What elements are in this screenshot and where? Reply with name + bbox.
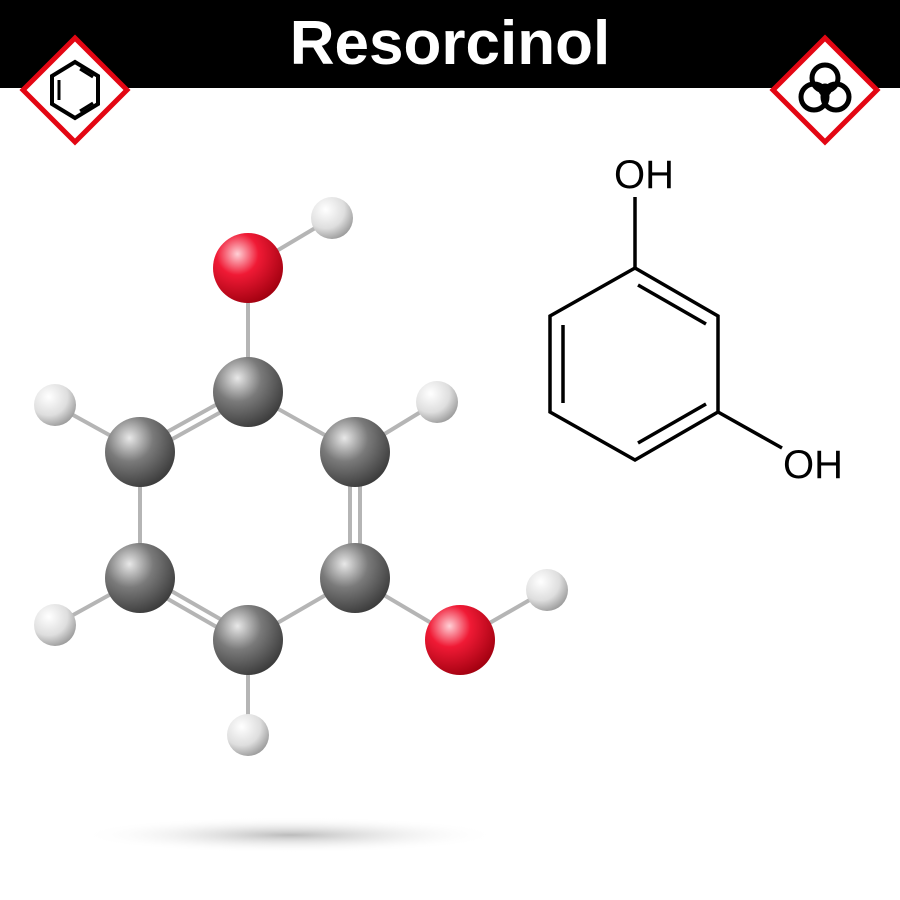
oxygen-atoms: [213, 233, 495, 675]
carbon-atoms: [105, 357, 390, 675]
page-title: Resorcinol: [289, 9, 611, 78]
skeletal-formula: [548, 197, 783, 463]
benzene-hazard-icon: [19, 34, 131, 146]
molecule-shadow: [80, 817, 500, 853]
top-oh-label: OH: [614, 153, 674, 197]
hydrogen-atoms: [34, 197, 568, 756]
bottom-oh-label: OH: [783, 443, 843, 487]
biohazard-icon: [769, 34, 881, 146]
title-banner: [0, 0, 900, 88]
